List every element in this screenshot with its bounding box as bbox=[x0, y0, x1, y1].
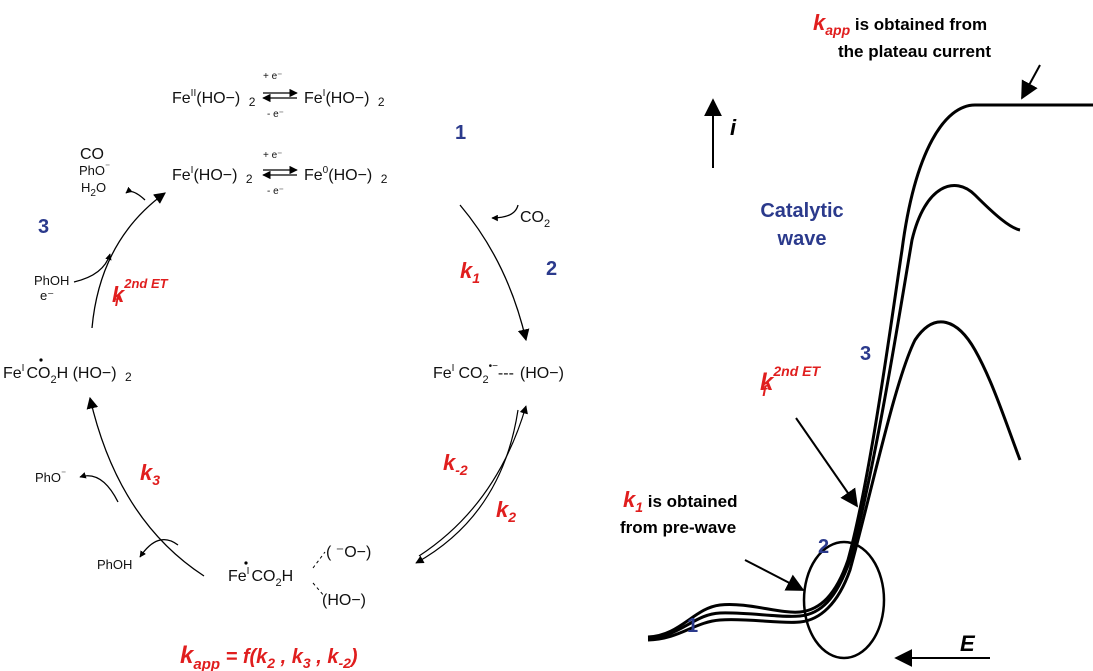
cv-kapp-text-line2: the plateau current bbox=[838, 42, 991, 61]
svg-text:k-2: k-2 bbox=[443, 450, 468, 478]
radical-dot-bottom bbox=[244, 561, 248, 565]
species-fe0: Fe bbox=[304, 167, 323, 184]
rate-k1: k bbox=[460, 258, 474, 283]
svg-text:FeII(HO−) 2: FeII(HO−) 2 bbox=[172, 88, 256, 109]
svg-text:CO2: CO2 bbox=[520, 209, 550, 230]
svg-text:PhO⁻: PhO⁻ bbox=[35, 469, 66, 485]
electron-reactant: e⁻ bbox=[40, 288, 54, 303]
cv-curve-peak-low bbox=[647, 320, 1022, 642]
cv-kapp-text: is obtained from bbox=[850, 15, 987, 34]
step-number-3: 3 bbox=[38, 216, 49, 238]
phoh-electron-entry bbox=[73, 253, 112, 283]
kf-pointer-arrow bbox=[795, 417, 859, 508]
species-fe1: Fe bbox=[304, 90, 323, 107]
label-minus-e: - e⁻ bbox=[267, 109, 284, 120]
arc-co2-binding bbox=[459, 204, 530, 342]
radical-dot-left bbox=[39, 358, 43, 362]
potential-axis-label: E bbox=[960, 631, 976, 656]
kapp-pointer-arrow bbox=[1021, 64, 1041, 100]
pho-product-left: PhO bbox=[35, 470, 61, 485]
rate-k2: k bbox=[496, 497, 510, 522]
co2-reactant: CO bbox=[520, 209, 544, 226]
kapp-equation: k bbox=[180, 642, 195, 669]
cv-kf-label: k bbox=[760, 369, 775, 396]
svg-text:k2: k2 bbox=[496, 497, 516, 525]
cv-kapp-k: k bbox=[813, 10, 827, 35]
svg-text:k1: k1 bbox=[460, 258, 480, 286]
svg-text:PhO⁻: PhO⁻ bbox=[79, 162, 110, 178]
voltammogram: i E 1 2 3 Catalytic wave kapp is obtaine… bbox=[620, 10, 1093, 667]
svg-text:Fe0(HO−) 2: Fe0(HO−) 2 bbox=[304, 165, 388, 186]
arrow-k2-forward bbox=[415, 409, 519, 564]
label-plus-e: + e⁻ bbox=[263, 71, 282, 82]
svg-text:k2nd ETf: k2nd ETf bbox=[112, 276, 169, 309]
k1-pointer-arrow bbox=[744, 559, 805, 591]
svg-text:k1 is obtained: k1 is obtained bbox=[623, 487, 738, 515]
phoh-reactant-top: PhOH bbox=[34, 273, 69, 288]
svg-text:H2O: H2O bbox=[81, 180, 106, 199]
pho-exit-arrow bbox=[79, 472, 119, 503]
phoh-reactant-bottom: PhOH bbox=[97, 557, 132, 572]
cv-label-3: 3 bbox=[860, 343, 871, 365]
step-number-1: 1 bbox=[455, 122, 466, 144]
product-exit-arrow bbox=[125, 186, 146, 201]
equilibrium-fe2-fe1: FeII(HO−) 2 + e⁻ - e⁻ FeI(HO−) 2 bbox=[172, 71, 385, 120]
rate-k-minus2: k bbox=[443, 450, 457, 475]
species-fe2: Fe bbox=[172, 90, 191, 107]
ligand-hydroxide: (HO−) bbox=[322, 592, 366, 609]
phoh-entry-bottom bbox=[139, 539, 179, 558]
svg-text:kapp is obtained from: kapp is obtained from bbox=[813, 10, 987, 38]
species-fe-co2: Fe bbox=[433, 365, 452, 382]
svg-text:k2nd ETf: k2nd ETf bbox=[760, 363, 821, 400]
product-co: CO bbox=[80, 146, 104, 163]
catalytic-wave-line1: Catalytic bbox=[760, 200, 843, 222]
svg-text:FeI(HO−) 2: FeI(HO−) 2 bbox=[172, 165, 253, 186]
dash-link-upper bbox=[312, 551, 326, 569]
step-number-2: 2 bbox=[546, 258, 557, 280]
product-h2o: H bbox=[81, 180, 90, 195]
label-plus-e-2: + e⁻ bbox=[263, 150, 282, 161]
species-fe-co2h-left: Fe bbox=[3, 365, 22, 382]
prewave-circle bbox=[802, 540, 886, 660]
svg-text:kapp = f(k2 , k3 , k-2): kapp = f(k2 , k3 , k-2) bbox=[180, 642, 358, 671]
ligand-phenoxide: ( ⁻O−) bbox=[326, 544, 371, 561]
products-group: CO PhO⁻ H2O bbox=[79, 146, 110, 199]
arrow-k-2-reverse bbox=[418, 405, 528, 557]
svg-text:FeI(HO−) 2: FeI(HO−) 2 bbox=[304, 88, 385, 109]
rate-kf-2nd-et: k bbox=[112, 282, 126, 307]
equilibrium-fe1-fe0: FeI(HO−) 2 + e⁻ - e⁻ Fe0(HO−) 2 bbox=[172, 150, 388, 197]
arc-k3 bbox=[86, 396, 205, 577]
cv-label-2: 2 bbox=[818, 536, 829, 558]
cv-label-1: 1 bbox=[687, 615, 698, 637]
cv-curve-peak-high bbox=[647, 184, 1021, 640]
cv-k1-text-line2: from pre-wave bbox=[620, 518, 736, 537]
species-fe-co2h: Fe bbox=[228, 568, 247, 585]
co2-entry-arrow bbox=[491, 204, 519, 222]
rate-k3: k bbox=[140, 460, 154, 485]
arc-second-et bbox=[91, 192, 166, 329]
svg-text:k3: k3 bbox=[140, 460, 160, 488]
cv-curve-plateau bbox=[647, 103, 1093, 639]
product-pho: PhO bbox=[79, 163, 105, 178]
current-axis-label: i bbox=[730, 115, 737, 140]
catalytic-wave-line2: wave bbox=[777, 228, 827, 250]
species-fe1b: Fe bbox=[172, 167, 191, 184]
cv-k1-text: is obtained bbox=[643, 492, 737, 511]
cv-k1-k: k bbox=[623, 487, 637, 512]
label-minus-e-2: - e⁻ bbox=[267, 186, 284, 197]
catalytic-cycle: FeII(HO−) 2 + e⁻ - e⁻ FeI(HO−) 2 1 FeI(H… bbox=[3, 71, 564, 671]
